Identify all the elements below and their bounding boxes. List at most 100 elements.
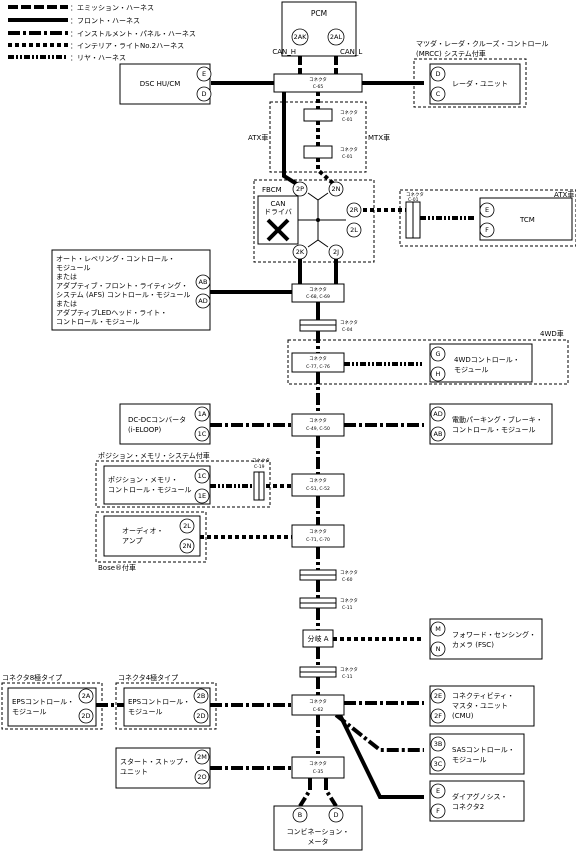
svg-text:EPSコントロール・: EPSコントロール・ [128,698,190,706]
svg-text:アダプティブLEDヘッド・ライト・: アダプティブLEDヘッド・ライト・ [56,308,167,317]
svg-text:C-68, C-69: C-68, C-69 [306,294,330,300]
svg-text:コネクタ: コネクタ [309,286,327,293]
svg-text:コントロール・モジュール: コントロール・モジュール [56,318,140,326]
awd-note: 4WD車 [540,329,564,338]
svg-text:または: または [56,273,77,281]
svg-text:コンビネーション・: コンビネーション・ [287,827,350,836]
connector-c71-c70: コネクタ C-71, C-70 [291,524,345,548]
svg-text:コネクタ: コネクタ [340,597,358,604]
svg-text:C-60: C-60 [342,577,353,583]
sas-module: SASコントロール・ モジュール 3B 3C [429,733,525,775]
pcm-label: PCM [311,9,327,18]
svg-text:メータ: メータ [308,837,329,846]
fbcm: FBCM CAN ドライバ 2P 2N 2R 2L 2K 2J [253,179,375,263]
bose-note: Bose®付車 [98,563,136,572]
connector-c11-lower: コネクタ C-11 [299,666,358,680]
connector-c68-c69: コネクタ C-68, C-69 [291,283,345,303]
atx-label: ATX車 [248,133,268,142]
start-stop-unit: スタート・ストップ・ ユニット 2M 2O [115,747,211,789]
dcdc-converter: DC-DCコンバータ (i-ELOOP) 1A 1C [119,403,211,445]
pcm: PCM 2AK 2AL CAN_H CAN_L [272,1,362,57]
svg-text:コネクタ: コネクタ [340,569,358,576]
svg-text:コネクタ: コネクタ [309,528,327,535]
mrcc-note-2: (MRCC) システム付車 [416,49,486,58]
pm-note: ポジション・メモリ・システム付車 [98,451,210,460]
ss-pin-2o: 2O [197,773,206,781]
combination-meter: コンビネーション・ メータ B D [273,805,363,851]
svg-text:SASコントロール・: SASコントロール・ [452,746,515,754]
svg-text:アダプティブ・フロント・ライティング・: アダプティブ・フロント・ライティング・ [56,281,188,290]
pm-pin-1e: 1E [198,492,206,500]
fbcm-pin-2p: 2P [296,185,304,193]
svg-text:コネクタ: コネクタ [309,698,327,705]
legend-rear: ：リヤ・ハーネス [70,54,126,62]
audio-amp-area: オーディオ・ アンプ 2L 2N Bose®付車 [95,511,207,572]
cmu-pin-2f: 2F [434,712,442,720]
svg-text:コネクタ: コネクタ [309,417,327,424]
svg-text:カメラ (FSC): カメラ (FSC) [452,641,494,649]
tcm-pin-f: F [485,226,489,234]
connector-c11-upper: コネクタ C-11 [299,597,358,611]
fsc-camera: フォワード・センシング・ カメラ (FSC) M N [429,618,543,660]
svg-text:オート・レベリング・コントロール・: オート・レベリング・コントロール・ [56,254,175,263]
fbcm-pin-2r: 2R [350,206,359,214]
tcm: ATX車 コネクタ C-01 TCM E F [399,189,576,247]
svg-text:モジュール: モジュール [56,264,91,272]
diag-pin-e: E [436,787,440,795]
legend-interior: ：インテリア・ライトNo.2ハーネス [70,42,184,50]
tcm-label: TCM [519,216,535,224]
epb-module: 電動パーキング・ブレーキ・ コントロール・モジュール AD AB [429,403,553,445]
ss-pin-2m: 2M [197,753,207,761]
joint-a: 分岐 A [302,629,334,648]
fbcm-pin-2n: 2N [332,185,341,193]
svg-text:コネクティビティ・: コネクティビティ・ [452,691,514,700]
svg-text:C-62: C-62 [313,707,324,713]
fbcm-label: FBCM [262,186,282,194]
svg-text:モジュール: モジュール [452,756,487,764]
c01-bottom-label: C-01 [342,154,353,160]
fbcm-pin-2j: 2J [333,248,339,256]
svg-text:C-49, C-50: C-49, C-50 [306,426,330,432]
can-driver-line1: CAN [271,200,286,208]
svg-text:コネクタ: コネクタ [309,477,327,484]
dcdc-pin-1a: 1A [198,410,207,418]
svg-text:ダイアグノシス・: ダイアグノシス・ [452,792,508,801]
svg-text:C-11: C-11 [342,674,353,680]
dsc-hu-cm: DSC HU/CM E D [119,63,212,105]
radar-pin-d: D [435,70,440,78]
audio-pin-2n: 2N [183,542,192,550]
svg-text:4WDコントロール・: 4WDコントロール・ [454,356,520,364]
can-driver-line2: ドライバ [264,208,292,216]
svg-text:コネクタ2: コネクタ2 [452,802,484,811]
svg-text:コネクタ: コネクタ [309,355,327,362]
meter-pin-b: B [298,811,302,819]
svg-text:モジュール: モジュール [128,708,163,716]
svg-text:C-65: C-65 [313,84,324,90]
svg-text:コントロール・モジュール: コントロール・モジュール [452,426,536,434]
svg-text:コネクタ: コネクタ [252,457,270,464]
fsc-pin-m: M [435,625,441,633]
svg-text:フォワード・センシング・: フォワード・センシング・ [452,630,536,639]
eps4-pin-2d: 2D [196,712,205,720]
epb-pin-ad: AD [433,410,442,418]
afs-pin-ad: AD [198,297,207,305]
svg-text:コネクタ: コネクタ [340,666,358,673]
svg-text:ポジション・メモリ・: ポジション・メモリ・ [108,476,178,484]
svg-text:コネクタ: コネクタ [340,109,358,116]
connector-c35: コネクタ C-35 [291,756,345,779]
x-mark-icon [266,218,290,242]
svg-text:マスタ・ユニット: マスタ・ユニット [452,701,508,710]
meter-pin-d: D [333,811,338,819]
tcm-pin-e: E [485,206,489,214]
eps-4pin-area: コネクタ4極タイプ EPSコントロール・ モジュール 2B 2D [115,673,217,730]
svg-text:電動パーキング・ブレーキ・: 電動パーキング・ブレーキ・ [452,415,543,424]
svg-text:2AL: 2AL [330,33,343,41]
dcdc-pin-1c: 1C [198,430,207,438]
svg-text:C-77, C-76: C-77, C-76 [306,364,330,370]
svg-text:C-04: C-04 [342,327,353,333]
atx-mtx-area: ATX車 MTX車 コネクタ C-01 コネクタ C-01 [248,101,390,173]
connector-c60: コネクタ C-60 [299,569,358,583]
tcm-atx-label: ATX車 [554,190,574,199]
sas-pin-3c: 3C [434,760,443,768]
svg-text:C-35: C-35 [313,769,324,775]
